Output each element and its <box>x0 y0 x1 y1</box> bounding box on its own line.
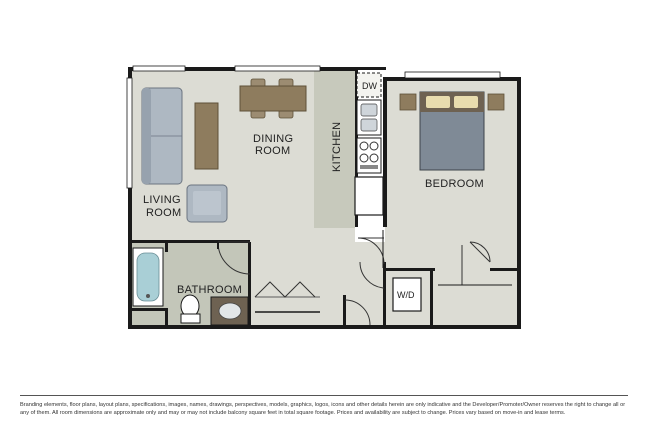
footer-divider <box>20 395 628 396</box>
refrigerator-icon <box>354 176 384 216</box>
washer-dryer-icon <box>392 277 422 312</box>
hall-floor <box>250 242 385 327</box>
bathroom-label: BATHROOM <box>177 284 242 296</box>
disclaimer-text: Branding elements, floor plans, layout p… <box>20 402 626 416</box>
toilet-icon <box>180 294 201 324</box>
dining-room-label-line2: ROOM <box>255 145 290 157</box>
vanity-sink-icon <box>210 296 249 326</box>
bathtub-icon <box>132 247 164 307</box>
living-room-label-line1: LIVING <box>143 194 181 206</box>
bedroom-label: BEDROOM <box>425 178 484 190</box>
living-room-label-line2: ROOM <box>146 207 181 219</box>
dining-room-label-line1: DINING <box>253 133 293 145</box>
kitchen-floor <box>314 70 355 228</box>
floor-plan: LIVING ROOM DINING ROOM KITCHEN BEDROOM … <box>126 65 521 329</box>
doors <box>217 230 512 326</box>
sofa-icon <box>141 87 183 185</box>
kitchen-label: KITCHEN <box>331 122 343 172</box>
dishwasher-label: DW <box>362 81 377 91</box>
sink-icon <box>356 99 382 136</box>
dining-table-icon <box>239 78 307 119</box>
washer-dryer-label: W/D <box>397 290 415 300</box>
armchair-icon <box>186 184 228 223</box>
windows <box>126 65 501 189</box>
dishwasher-icon <box>356 72 382 98</box>
coffee-table-icon <box>194 102 219 170</box>
stove-icon <box>356 137 382 174</box>
bed-icon <box>399 91 505 171</box>
